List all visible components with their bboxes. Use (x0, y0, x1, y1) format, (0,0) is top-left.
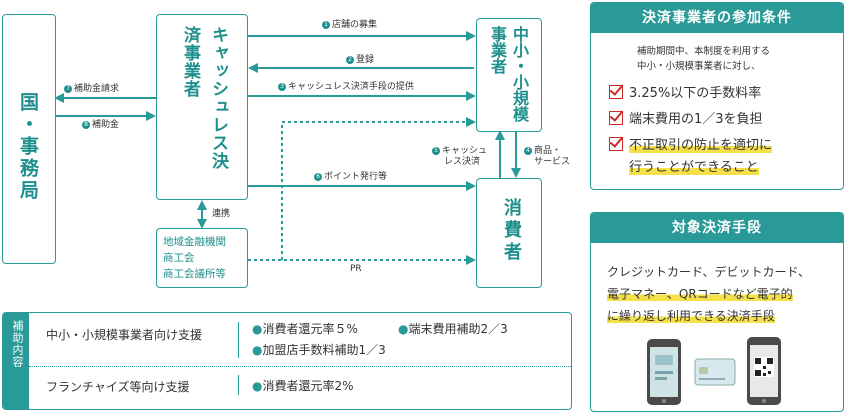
condition-3-line-1: 不正取引の防止を適切に (629, 138, 773, 153)
conditions-intro-1: 補助期間中、本制度を利用する (637, 46, 771, 57)
conditions-box: 決済事業者の参加条件 補助期間中、本制度を利用する 中小・小規模事業者に対し、 … (590, 2, 844, 190)
payment-line-3: に繰り返し利用できる決済手段 (607, 309, 775, 323)
support-row-2-sep (238, 375, 239, 395)
support-row-1-item-3: ●加盟店手数料補助1／3 (252, 343, 386, 357)
consumer-label: 消費者 (501, 198, 522, 264)
support-box (2, 312, 572, 410)
consumer-box (476, 178, 542, 288)
payment-line-2: 電子マネー、QRコードなど電子的 (607, 287, 793, 301)
support-row-1-sep (238, 322, 239, 358)
conditions-title: 決済事業者の参加条件 (591, 3, 843, 33)
payment-devices-illustration (647, 337, 781, 405)
local-box (156, 228, 248, 288)
support-row-1-item-2: ●端末費用補助2／3 (398, 322, 508, 336)
local-label: 地域金融機関 商工会 商工会議所等 (163, 236, 226, 280)
sme-box (476, 18, 542, 132)
check-icon (609, 85, 623, 99)
cashless-operator-label-1: キャッシュレス決済事業者 (180, 26, 228, 170)
support-label-band (3, 313, 29, 409)
support-row-2-target: フランチャイズ等向け支援 (46, 380, 190, 394)
payment-line-1: クレジットカード、デビットカード、 (607, 265, 811, 279)
country-label: 国・事務局 (17, 92, 39, 202)
card-icon (694, 358, 736, 386)
condition-1: 3.25%以下の手数料率 (629, 86, 762, 101)
condition-3-line-2: 行うことができること (629, 160, 759, 175)
payment-box: 対象決済手段 クレジットカード、デビットカード、 電子マネー、QRコードなど電子… (590, 212, 844, 412)
support-label: 補助内容 (11, 320, 24, 368)
support-row-1-target: 中小・小規模事業者向け支援 (46, 328, 203, 342)
cashless-operator-box (156, 14, 248, 200)
support-row-1-item-1: ●消費者還元率５% (252, 322, 358, 336)
check-icon (609, 137, 623, 151)
qr-phone-icon (747, 337, 781, 405)
support-divider (29, 366, 571, 367)
edge-label-pr: PR (350, 264, 362, 274)
check-icon (609, 111, 623, 125)
country-box (2, 14, 56, 264)
condition-2: 端末費用の1／3を負担 (629, 112, 763, 127)
support-row-2-item-1: ●消費者還元率2% (252, 379, 354, 393)
sme-label: 中小・小規模事業者 (488, 26, 529, 122)
arrow-local-sme (281, 117, 476, 260)
smartphone-icon (647, 339, 681, 405)
conditions-intro-2: 中小・小規模事業者に対し、 (637, 61, 761, 72)
payment-title: 対象決済手段 (591, 213, 843, 243)
edge-label-link: 連携 (212, 209, 231, 219)
